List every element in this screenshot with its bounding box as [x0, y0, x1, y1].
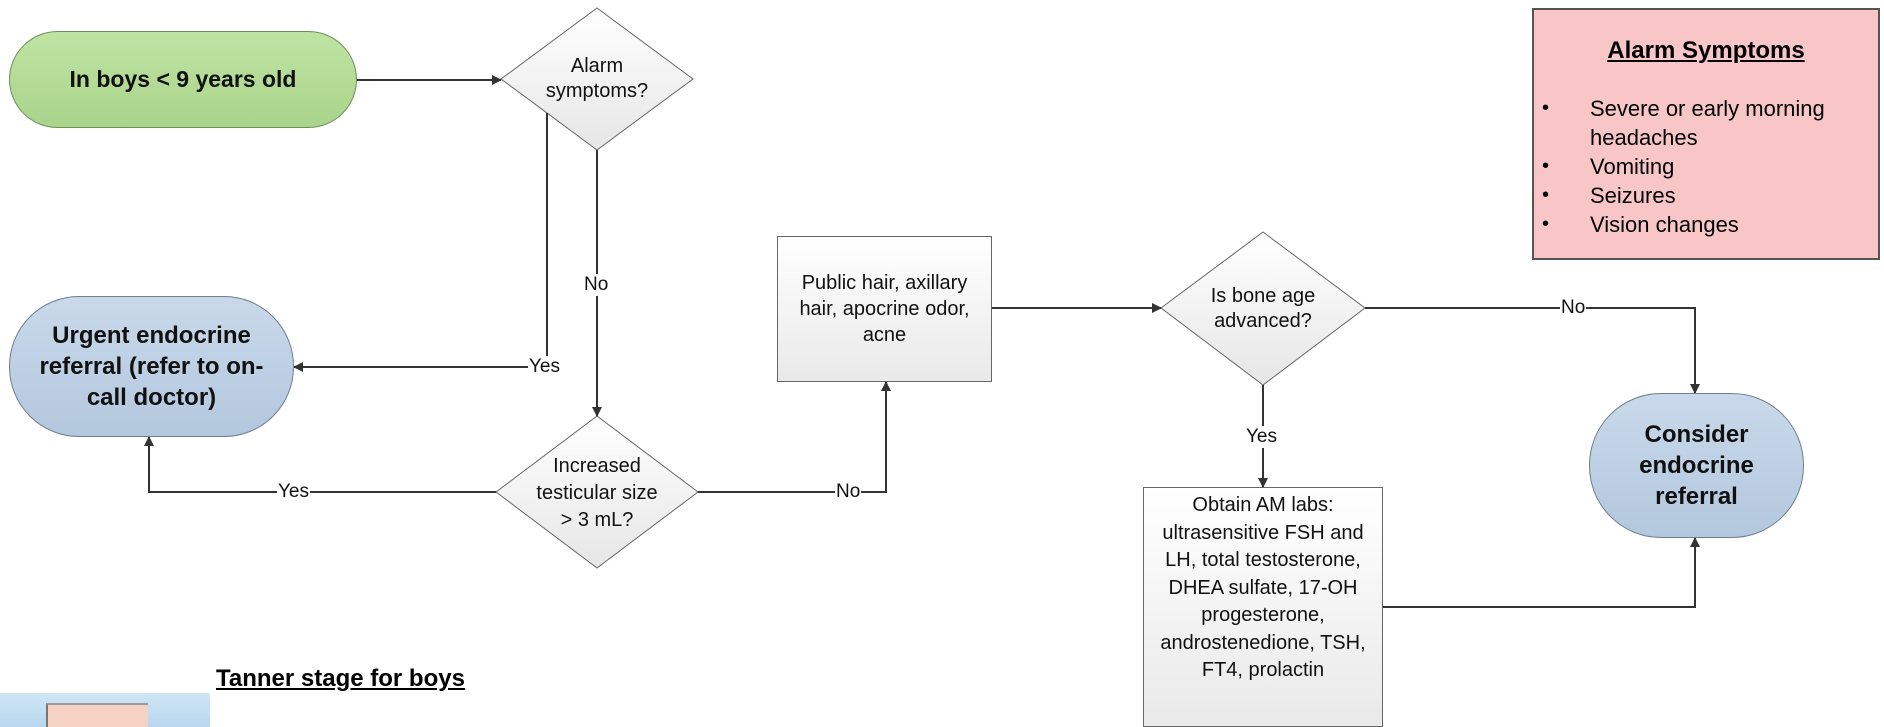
edge-labs-to-consider [1383, 537, 1700, 608]
edge-bone-no [1365, 307, 1700, 394]
tanner-stage-image [0, 693, 210, 727]
start-node: In boys < 9 years old [9, 31, 357, 128]
decision-testicular-shape [495, 415, 699, 569]
alarm-symptom-item: Vomiting [1534, 152, 1884, 181]
pubic-hair-node: Public hair, axillary hair, apocrine odo… [777, 236, 992, 382]
edge-testicular-no [698, 381, 891, 493]
alarm-symptom-item: Vision changes [1534, 210, 1884, 239]
edge-label-testicular-no: No [835, 481, 862, 503]
consider-referral-node: Consider endocrine referral [1589, 393, 1804, 538]
decision-testicular-label: Increased testicular size > 3 mL? [536, 454, 658, 531]
alarm-symptom-item: Seizures [1534, 181, 1884, 210]
alarm-symptom-item: Severe or early morning headaches [1534, 94, 1884, 152]
edge-alarm-yes [293, 113, 548, 372]
edge-label-alarm-yes: Yes [528, 356, 561, 378]
urgent-referral-node: Urgent endocrine referral (refer to on-c… [9, 296, 294, 437]
edge-label-bone-yes: Yes [1245, 426, 1278, 448]
edge-testicular-yes [144, 436, 496, 493]
alarm-symptoms-list: Severe or early morning headaches Vomiti… [1534, 94, 1884, 239]
decision-bone-age-label: Is bone age advanced? [1210, 285, 1316, 332]
edge-label-testicular-yes: Yes [277, 481, 310, 503]
edge-label-alarm-no: No [583, 274, 610, 296]
edge-label-bone-no: No [1560, 297, 1587, 319]
tanner-stage-image-detail [46, 703, 148, 727]
alarm-symptoms-title: Alarm Symptoms [1607, 37, 1805, 64]
alarm-symptoms-box: Alarm Symptoms Severe or early morning h… [1532, 8, 1880, 260]
labs-node: Obtain AM labs: ultrasensitive FSH and L… [1143, 487, 1383, 727]
tanner-stage-title: Tanner stage for boys [216, 665, 465, 692]
decision-alarm-label: Alarm symptoms? [545, 55, 649, 102]
